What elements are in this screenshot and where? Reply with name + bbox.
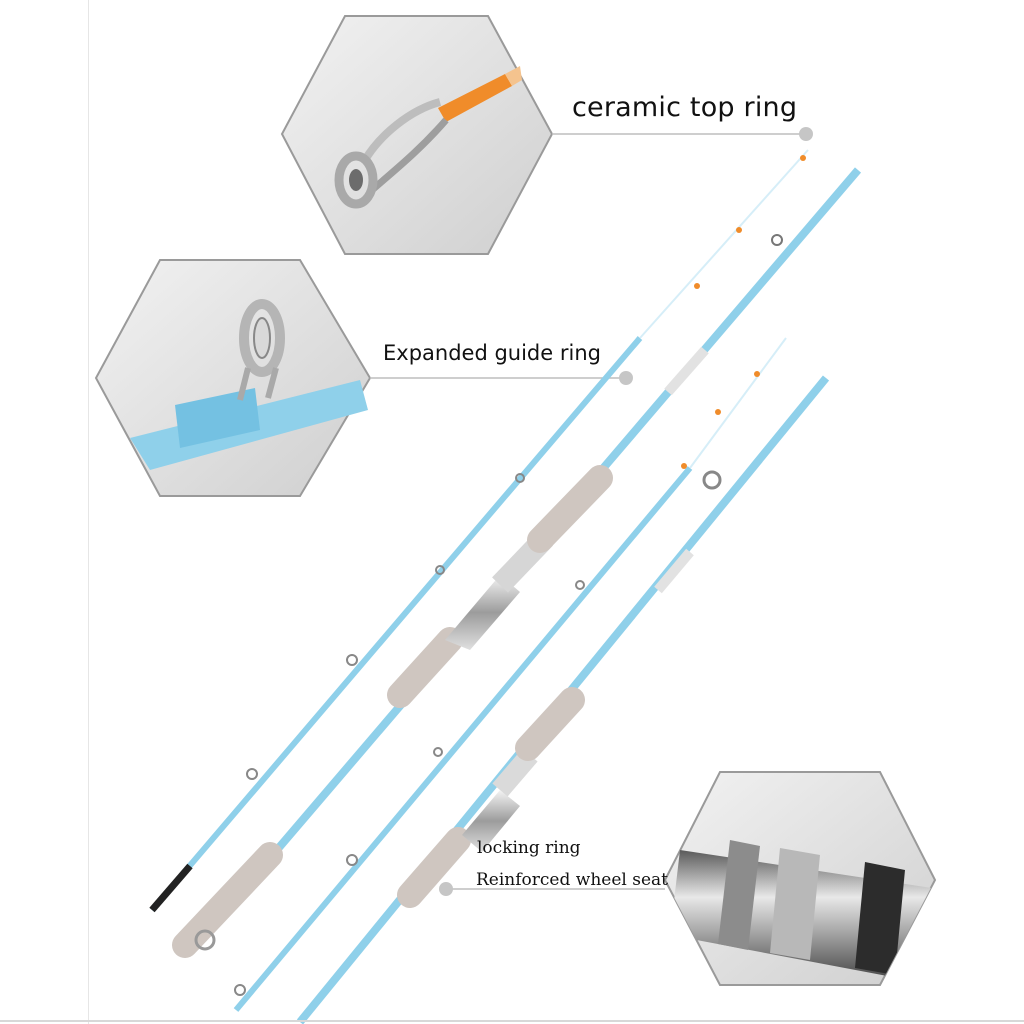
hexagon-wheel-seat [663, 771, 937, 986]
rod-spinning-left [233, 336, 788, 1012]
label-expanded-guide-ring: Expanded guide ring [383, 341, 601, 365]
hexagon-guide-ring [94, 259, 372, 497]
label-ceramic-top-ring: ceramic top ring [572, 92, 798, 123]
label-reinforced-wheel-seat: Reinforced wheel seat [476, 870, 668, 890]
bottom-divider [0, 1020, 1024, 1022]
left-edge-line [88, 0, 89, 1024]
hexagon-top-ring [280, 15, 554, 255]
rod-spinning-main [296, 375, 830, 1024]
label-locking-ring: locking ring [477, 838, 581, 858]
rod-casting-main [172, 167, 862, 958]
rod-casting-left [149, 148, 810, 913]
leader-lines [370, 127, 813, 896]
